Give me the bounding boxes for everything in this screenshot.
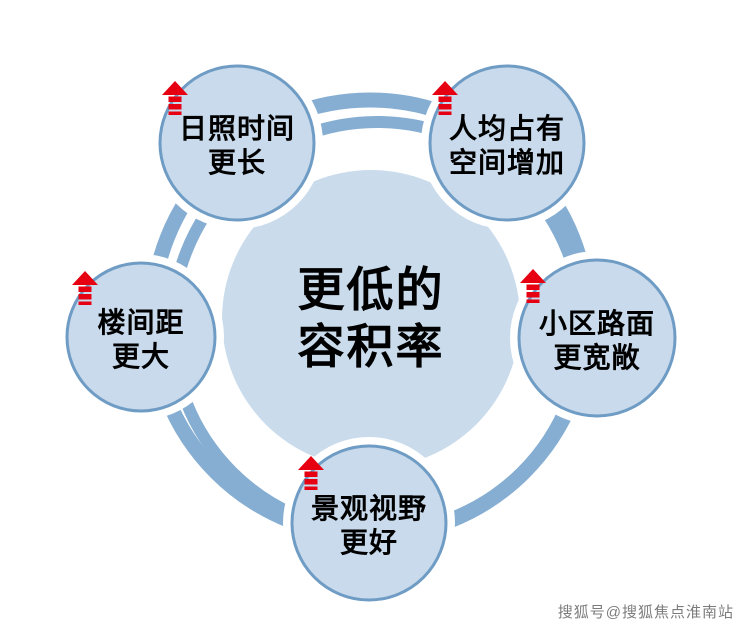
node-per-capita-space: 人均占有 空间增加 bbox=[421, 57, 593, 229]
node-label-line1: 小区路面 bbox=[539, 308, 655, 339]
node-circle bbox=[290, 444, 448, 602]
node-label-line2: 更大 bbox=[112, 341, 170, 372]
watermark: 搜狐号@搜狐焦点淮南站 bbox=[557, 604, 734, 621]
node-label-line2: 更宽敞 bbox=[553, 341, 640, 373]
node-circle bbox=[158, 64, 316, 222]
node-building-spacing: 楼间距 更大 bbox=[58, 254, 224, 420]
node-label-line1: 景观视野 bbox=[311, 493, 427, 524]
node-label-line1: 人均占有 bbox=[449, 113, 565, 144]
center-label-line2: 容积率 bbox=[298, 320, 445, 373]
node-sunshine-duration: 日照时间 更长 bbox=[151, 57, 323, 229]
node-label-line1: 日照时间 bbox=[179, 113, 295, 144]
node-label-line2: 空间增加 bbox=[449, 146, 565, 178]
node-label-line2: 更好 bbox=[340, 527, 398, 558]
node-circle bbox=[517, 258, 677, 418]
node-landscape-view: 景观视野 更好 bbox=[283, 437, 455, 609]
node-circle bbox=[428, 64, 586, 222]
node-circle bbox=[65, 261, 217, 413]
node-road-width: 小区路面 更宽敞 bbox=[510, 251, 684, 425]
center-node: 更低的 容积率 bbox=[222, 170, 520, 468]
center-circle bbox=[222, 170, 520, 468]
center-label-line1: 更低的 bbox=[298, 263, 445, 316]
node-label-line2: 更长 bbox=[208, 147, 266, 178]
node-label-line1: 楼间距 bbox=[97, 307, 184, 338]
